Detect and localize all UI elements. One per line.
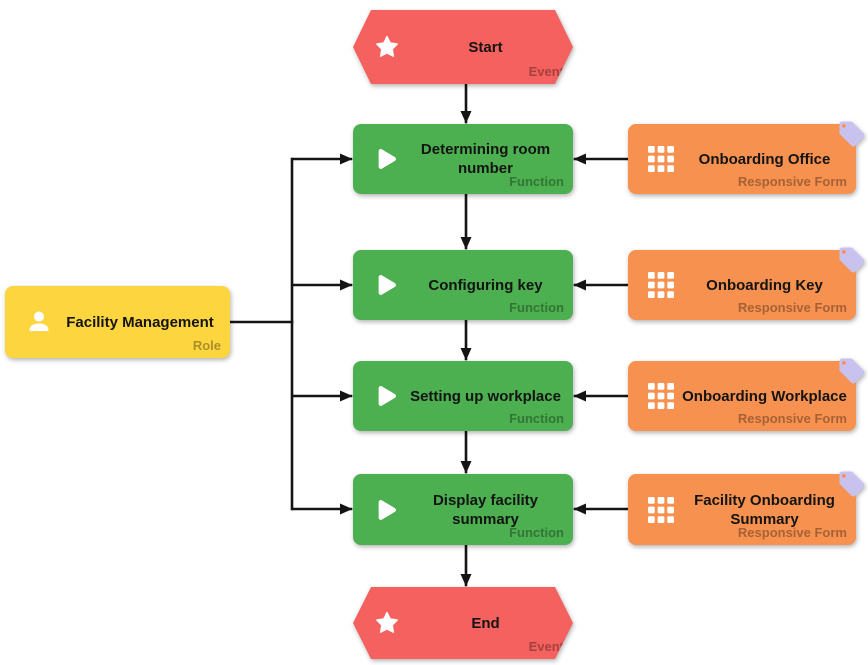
- tag-icon: [839, 471, 865, 497]
- node-type-label: Responsive Form: [737, 300, 847, 315]
- node-label: Onboarding Office: [698, 150, 831, 168]
- node-label: Facility Management: [66, 313, 214, 331]
- form-node-facility-onboarding-summary[interactable]: Facility Onboarding Summary Responsive F…: [628, 471, 865, 545]
- node-type-label: Event: [528, 64, 564, 79]
- node-label: Setting up workplace: [410, 387, 561, 405]
- function-node-display-facility-summary[interactable]: Display facility summary Function: [353, 474, 573, 545]
- node-type-label: Function: [509, 411, 564, 426]
- node-label: Facility Onboarding Summary: [694, 491, 835, 528]
- star-icon: [375, 611, 399, 635]
- tag-icon: [839, 358, 865, 384]
- node-type-label: Function: [509, 174, 564, 189]
- form-node-onboarding-office[interactable]: Onboarding Office Responsive Form: [628, 121, 865, 194]
- star-icon: [375, 35, 399, 59]
- grid-icon: [648, 272, 674, 298]
- node-label: Start: [468, 38, 503, 56]
- node-type-label: Function: [509, 300, 564, 315]
- grid-icon: [648, 496, 674, 523]
- node-type-label: Responsive Form: [737, 525, 847, 540]
- form-node-onboarding-key[interactable]: Onboarding Key Responsive Form: [628, 247, 865, 320]
- play-icon: [378, 386, 396, 406]
- tag-icon: [839, 121, 865, 147]
- play-icon: [378, 275, 396, 295]
- function-node-setting-up-workplace[interactable]: Setting up workplace Function: [353, 361, 573, 431]
- node-label: Display facility summary: [432, 491, 539, 528]
- grid-icon: [648, 146, 674, 172]
- person-icon: [29, 311, 49, 332]
- event-node-end[interactable]: End Event: [353, 587, 573, 659]
- role-node-facility-management[interactable]: Facility Management Role: [5, 286, 230, 358]
- play-icon: [378, 499, 396, 520]
- event-node-start[interactable]: Start Event: [353, 10, 573, 84]
- grid-icon: [648, 383, 674, 409]
- node-type-label: Event: [528, 639, 564, 654]
- node-label: Determining room number: [420, 141, 551, 177]
- node-type-label: Function: [509, 525, 564, 540]
- node-type-label: Responsive Form: [737, 411, 847, 426]
- node-label: Configuring key: [428, 276, 543, 294]
- form-node-onboarding-workplace[interactable]: Onboarding Workplace Responsive Form: [628, 358, 865, 431]
- node-label: Onboarding Key: [706, 276, 823, 294]
- node-label: Onboarding Workplace: [682, 387, 847, 405]
- node-type-label: Role: [192, 338, 221, 353]
- play-icon: [378, 149, 396, 169]
- tag-icon: [839, 247, 865, 273]
- function-node-configuring-key[interactable]: Configuring key Function: [353, 250, 573, 320]
- node-label: End: [471, 614, 500, 632]
- function-node-determining-room-number[interactable]: Determining room number Function: [353, 124, 573, 194]
- node-type-label: Responsive Form: [737, 174, 847, 189]
